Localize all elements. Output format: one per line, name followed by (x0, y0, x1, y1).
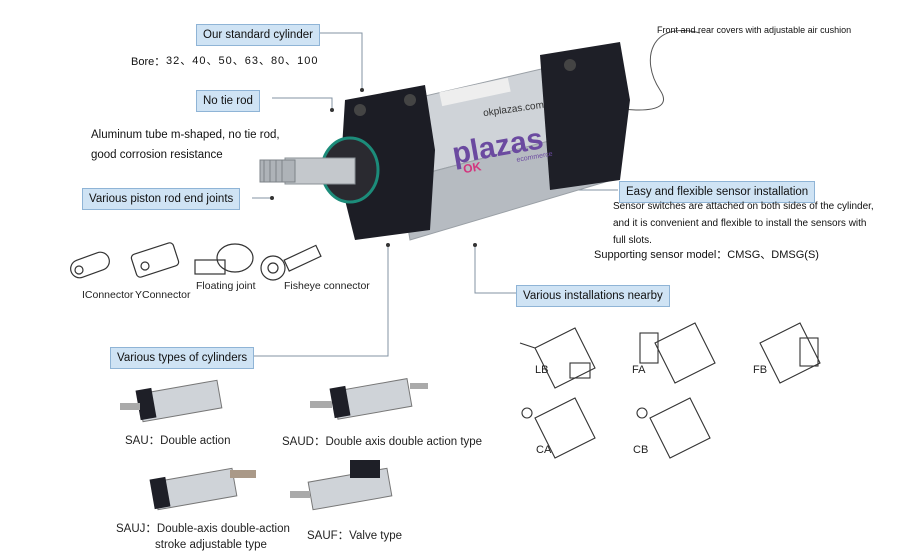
installations-label: Various installations nearby (516, 285, 670, 307)
sensor-model: Supporting sensor model：CMSG、DMSG(S) (594, 249, 819, 261)
floating-joint-icon (194, 243, 254, 275)
sauj-thumb (149, 467, 256, 511)
bore-values: 32、40、50、63、80、100 (166, 55, 319, 67)
sensor-desc-3: full slots. (613, 235, 652, 246)
mount-fb: FB (753, 364, 768, 376)
mounts-illustrations (519, 322, 821, 459)
type-sau: SAU：Double action (125, 435, 231, 447)
covers-label: Front and rear covers with adjustable ai… (657, 25, 852, 35)
piston-joints-label: Various piston rod end joints (82, 188, 241, 210)
type-sauj-2: stroke adjustable type (155, 539, 267, 551)
saud-thumb (310, 378, 428, 420)
sensor-install-label: Easy and flexible sensor installation (619, 181, 816, 203)
joints-illustrations (70, 242, 322, 281)
bore-label: Bore： (131, 56, 166, 68)
joint-y: YConnector (135, 289, 191, 301)
sensor-desc-1: Sensor switches are attached on both sid… (613, 201, 874, 212)
type-thumbnails (120, 378, 428, 511)
tube-desc-1: Aluminum tube m-shaped, no tie rod, (91, 129, 280, 141)
fa-mount-icon (639, 322, 716, 384)
no-tie-rod-label: No tie rod (196, 90, 260, 112)
fb-mount-icon (759, 322, 821, 384)
cb-mount-icon (636, 397, 711, 459)
mount-ca: CA (536, 444, 552, 456)
lb-mount-icon (519, 327, 596, 389)
mount-cb: CB (633, 444, 649, 456)
sauf-thumb (290, 460, 393, 511)
sensor-desc-2: and it is convenient and flexible to ins… (613, 218, 867, 229)
joint-floating: Floating joint (196, 280, 256, 292)
joint-fisheye: Fisheye connector (284, 280, 370, 292)
i-connector-icon (70, 251, 110, 279)
type-sauf: SAUF：Valve type (307, 530, 403, 542)
mount-fa: FA (632, 364, 646, 376)
tube-desc-2: good corrosion resistance (91, 149, 223, 161)
standard-cylinder-label: Our standard cylinder (196, 24, 320, 46)
mount-lb: LB (535, 364, 549, 376)
type-saud: SAUD：Double axis double action type (282, 436, 483, 448)
cylinder-types-label: Various types of cylinders (110, 347, 255, 369)
fisheye-connector-icon (260, 244, 322, 281)
sau-thumb (120, 379, 223, 423)
type-sauj-1: SAUJ：Double-axis double-action (116, 523, 290, 535)
main-cylinder-image (259, 42, 630, 241)
joint-i: IConnector (82, 289, 134, 301)
y-connector-icon (130, 242, 180, 278)
ca-mount-icon (521, 397, 596, 459)
